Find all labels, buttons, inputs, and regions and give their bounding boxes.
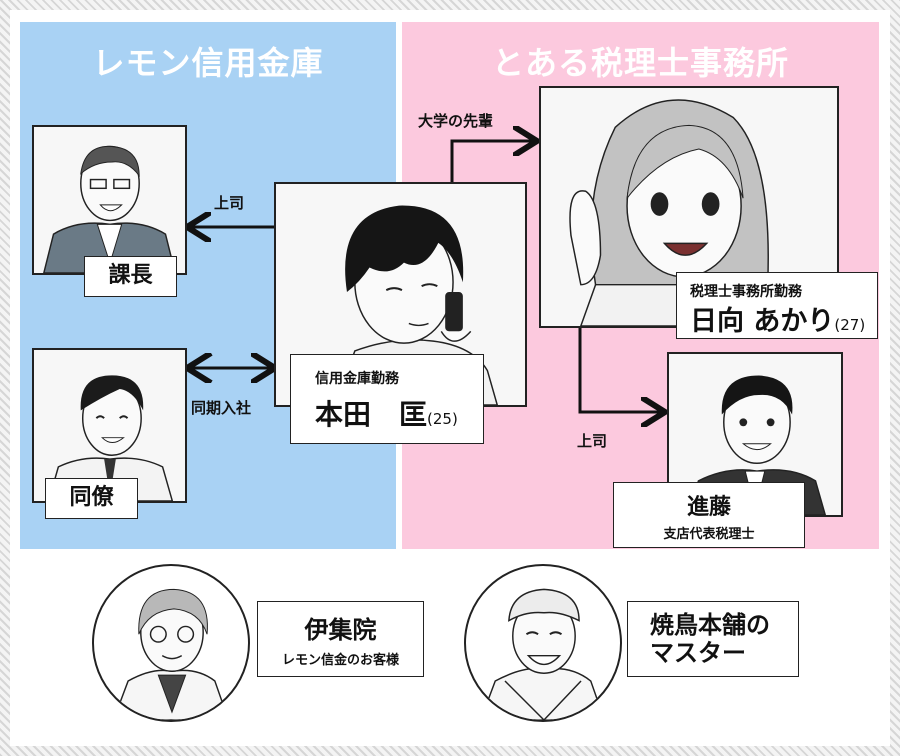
kacho-label: 課長 xyxy=(84,256,177,297)
relation-senpai: 大学の先輩 xyxy=(418,112,494,130)
kacho-portrait xyxy=(32,125,187,275)
doryo-label: 同僚 xyxy=(45,478,138,519)
master-label: 焼鳥本舗の マスター xyxy=(627,601,799,677)
master-name-line2: マスター xyxy=(650,639,746,667)
honda-label: 信用金庫勤務 本田 匡(25) xyxy=(290,354,484,444)
doryo-name: 同僚 xyxy=(69,485,114,510)
lemon-bank-title: レモン信用金庫 xyxy=(92,44,324,82)
honda-role: 信用金庫勤務 xyxy=(315,371,399,387)
relation-boss-left: 上司 xyxy=(214,194,245,212)
master-name-line1: 焼鳥本舗の xyxy=(650,611,770,639)
honda-name: 本田 匡 xyxy=(315,398,428,431)
shindo-role: 支店代表税理士 xyxy=(663,527,755,542)
ijuin-role: レモン信金のお客様 xyxy=(281,653,399,668)
master-portrait xyxy=(464,564,622,722)
akari-age: (27) xyxy=(834,316,866,334)
akari-role: 税理士事務所勤務 xyxy=(690,284,802,300)
ijuin-label: 伊集院 レモン信金のお客様 xyxy=(257,601,424,677)
honda-age: (25) xyxy=(427,410,458,428)
akari-label: 税理士事務所勤務 日向 あかり(27) xyxy=(676,272,878,339)
tax-office-title: とある税理士事務所 xyxy=(491,44,789,82)
akari-name: 日向 あかり xyxy=(690,306,835,337)
shindo-name: 進藤 xyxy=(686,495,731,520)
shindo-label: 進藤 支店代表税理士 xyxy=(613,482,805,548)
ijuin-portrait xyxy=(92,564,250,722)
kacho-name: 課長 xyxy=(108,263,153,288)
relation-same-year: 同期入社 xyxy=(191,399,252,417)
ijuin-name: 伊集院 xyxy=(304,616,377,644)
relation-boss-right: 上司 xyxy=(577,432,608,450)
